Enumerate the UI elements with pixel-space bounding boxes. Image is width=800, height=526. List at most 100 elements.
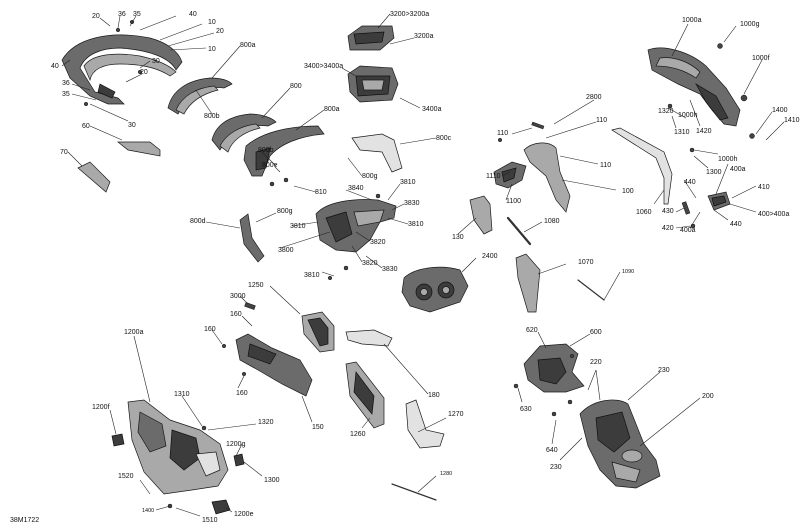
callout-1090: 1090 xyxy=(622,269,634,275)
callout-1200a: 1200a xyxy=(124,329,144,336)
panel-1070 xyxy=(515,253,541,313)
callout-1320: 1320 xyxy=(658,108,674,115)
callout-400a: 400a xyxy=(680,227,696,234)
callout-1310: 1310 xyxy=(174,391,190,398)
callout-130: 130 xyxy=(452,234,464,241)
callout-1060: 1060 xyxy=(636,209,652,216)
drawing-code: 38M1722 xyxy=(10,517,39,524)
callout-60: 60 xyxy=(82,123,90,130)
callout-630: 630 xyxy=(520,406,532,413)
bin-3400 xyxy=(347,65,399,103)
callout-3400: 3400>3400a xyxy=(304,63,343,70)
panel-180 xyxy=(345,329,393,347)
side-panel-1000a xyxy=(647,47,741,127)
callout-20: 20 xyxy=(216,28,224,35)
callout-1100: 1100 xyxy=(506,198,521,205)
tunnel-200 xyxy=(579,399,661,489)
callout-220: 220 xyxy=(590,359,602,366)
callout-800a: 800a xyxy=(240,42,256,49)
callout-1520: 1520 xyxy=(118,473,134,480)
callout-1070: 1070 xyxy=(578,259,594,266)
callout-620: 620 xyxy=(526,327,538,334)
console-600 xyxy=(523,343,585,393)
callout-1280: 1280 xyxy=(440,471,452,477)
callout-3810: 3810 xyxy=(400,179,416,186)
callout-160: 160 xyxy=(204,326,216,333)
callout-3000: 3000 xyxy=(230,293,246,300)
trim-70 xyxy=(77,161,111,193)
callout-1300: 1300 xyxy=(264,477,280,484)
callout-3840: 3840 xyxy=(348,185,364,192)
callout-30: 30 xyxy=(128,122,136,129)
callout-3830: 3830 xyxy=(382,266,398,273)
callout-100: 100 xyxy=(622,188,634,195)
callout-800b: 800b xyxy=(258,147,274,154)
dash-assembly-3800 xyxy=(315,199,397,253)
callout-230: 230 xyxy=(658,367,670,374)
callout-1320: 1320 xyxy=(258,419,274,426)
hardware-430-420 xyxy=(681,201,696,229)
callout-1410: 1410 xyxy=(784,117,800,124)
callout-1250: 1250 xyxy=(248,282,264,289)
callout-400a: 400a xyxy=(730,166,746,173)
panel-130 xyxy=(469,195,493,235)
callout-800a: 800a xyxy=(324,106,340,113)
callout-3820: 3820 xyxy=(362,260,378,267)
callout-1200g: 1200g xyxy=(226,441,246,448)
callout-430: 430 xyxy=(662,208,674,215)
callout-150: 150 xyxy=(312,424,324,431)
mount-1100 xyxy=(493,161,527,189)
callout-410: 410 xyxy=(758,184,770,191)
callout-800e: 800e xyxy=(262,162,278,169)
callout-1200e: 1200e xyxy=(234,511,254,518)
callout-200: 200 xyxy=(702,393,714,400)
clip-3000 xyxy=(244,302,256,310)
foot-1200e xyxy=(211,499,231,515)
side-arch-lower xyxy=(211,113,277,153)
callout-1080: 1080 xyxy=(544,218,560,225)
callout-1000g: 1000g xyxy=(740,21,760,28)
callout-160: 160 xyxy=(230,311,242,318)
panel-1270 xyxy=(405,399,445,449)
callout-3200: 3200>3200a xyxy=(390,11,429,18)
callout-1000f: 1000f xyxy=(752,55,770,62)
callout-1310: 1310 xyxy=(674,129,690,136)
side-arch-upper xyxy=(167,77,233,115)
callout-1400: 1400 xyxy=(142,508,154,514)
callout-30: 30 xyxy=(152,58,160,65)
skirt-1260 xyxy=(345,361,385,429)
callout-3810: 3810 xyxy=(290,223,306,230)
strip-1080 xyxy=(506,216,532,246)
callout-800d: 800d xyxy=(190,218,206,225)
callout-20: 20 xyxy=(140,69,148,76)
callout-2400: 2400 xyxy=(482,253,498,260)
clip-2800 xyxy=(531,121,545,130)
callout-110: 110 xyxy=(600,162,611,169)
callout-1110: 1110 xyxy=(486,173,501,180)
leader-lines xyxy=(61,13,785,517)
callout-800: 800 xyxy=(290,83,302,90)
callout-35: 35 xyxy=(133,11,141,18)
callout-20: 20 xyxy=(92,13,100,20)
callout-1200f: 1200f xyxy=(92,404,110,411)
callout-1000h: 1000h xyxy=(718,156,738,163)
callout-1420: 1420 xyxy=(696,128,712,135)
callout-3830: 3830 xyxy=(404,200,420,207)
callout-180: 180 xyxy=(428,392,440,399)
callout-1270: 1270 xyxy=(448,411,464,418)
callout-10: 10 xyxy=(208,46,216,53)
callout-810: 810 xyxy=(315,189,327,196)
light-400 xyxy=(707,191,731,211)
lower-panel-150 xyxy=(235,333,313,397)
callout-3810: 3810 xyxy=(408,221,424,228)
callout-110: 110 xyxy=(497,130,508,137)
callout-1000h: 1000h xyxy=(678,112,698,119)
callout-1300: 1300 xyxy=(706,169,722,176)
callout-1400: 1400 xyxy=(772,107,788,114)
callout-1260: 1260 xyxy=(350,431,366,438)
callout-3400a: 3400a xyxy=(422,106,442,113)
front-upper-frame xyxy=(61,34,183,105)
rod-1090 xyxy=(577,279,605,301)
callout-2800: 2800 xyxy=(586,94,602,101)
